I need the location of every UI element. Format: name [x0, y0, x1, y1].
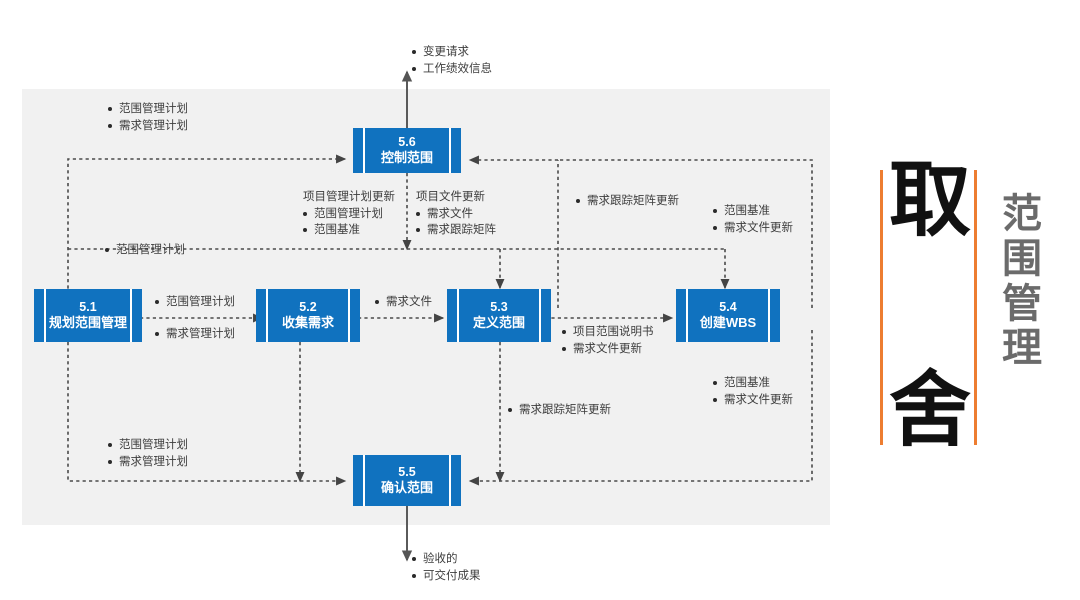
- title-block: 取 舍 范 围 管 理: [880, 160, 1070, 452]
- box-edge-right: [348, 289, 360, 342]
- label-line: 范围基准: [303, 222, 395, 239]
- label-line: 范围管理计划: [108, 437, 188, 454]
- label-line: 范围基准: [713, 375, 793, 392]
- box-edge-left: [353, 128, 365, 173]
- title-sub-char: 理: [1002, 325, 1042, 372]
- process-name: 收集需求: [281, 315, 334, 331]
- label-header: 项目管理计划更新: [303, 191, 395, 203]
- label-line: 范围管理计划: [155, 294, 235, 311]
- process-box-5-5[interactable]: 5.5 确认范围: [353, 455, 461, 506]
- label-collect-to-define: 需求文件: [375, 294, 432, 311]
- label-scope-plan-single: 范围管理计划: [105, 242, 185, 259]
- box-edge-right: [449, 455, 461, 506]
- wire-plan-to-validate: [67, 342, 347, 486]
- label-line: 需求文件更新: [713, 392, 793, 409]
- title-main: 取 舍: [888, 153, 972, 459]
- process-number: 5.2: [299, 300, 317, 315]
- label-plan-to-control: 范围管理计划 需求管理计划: [108, 101, 188, 134]
- title-sub: 范 围 管 理: [992, 192, 1052, 371]
- label-wbs-to-control: 范围基准 需求文件更新: [713, 203, 793, 236]
- box-edge-right: [449, 128, 461, 173]
- label-validate-output: 验收的 可交付成果: [412, 551, 481, 584]
- title-main-char: 取: [888, 153, 971, 248]
- accent-rule-right: [974, 170, 977, 445]
- label-line: 需求管理计划: [155, 326, 235, 343]
- label-header: 项目文件更新: [416, 191, 485, 203]
- box-edge-right: [539, 289, 551, 342]
- process-box-5-2[interactable]: 5.2 收集需求: [256, 289, 360, 342]
- label-rtm-update-to-control: 需求跟踪矩阵更新: [576, 193, 679, 210]
- label-line: 需求文件更新: [562, 341, 654, 358]
- title-sub-char: 范: [1002, 191, 1042, 237]
- box-edge-right: [768, 289, 780, 342]
- label-line: 需求文件: [375, 294, 432, 311]
- process-name: 定义范围: [472, 315, 525, 331]
- wire-wbs-to-control: [558, 159, 813, 308]
- label-line: 变更请求: [412, 44, 492, 61]
- label-line: 需求跟踪矩阵更新: [508, 402, 611, 419]
- box-edge-left: [676, 289, 688, 342]
- process-box-5-6[interactable]: 5.6 控制范围: [353, 128, 461, 173]
- title-main-char: 舍: [888, 363, 971, 459]
- label-define-to-wbs: 项目范围说明书 需求文件更新: [562, 324, 654, 357]
- process-number: 5.1: [79, 300, 97, 315]
- process-number: 5.6: [398, 135, 416, 150]
- box-edge-right: [130, 289, 142, 342]
- wire-wbs-to-validate: [468, 330, 813, 486]
- label-project-doc-updates: 项目文件更新 需求文件 需求跟踪矩阵: [416, 189, 496, 239]
- label-control-output: 变更请求 工作绩效信息: [412, 44, 492, 77]
- label-line: 范围管理计划: [303, 206, 395, 223]
- label-line: 范围管理计划: [105, 242, 185, 259]
- accent-rule-left: [880, 170, 883, 445]
- process-name: 规划范围管理: [48, 315, 127, 331]
- process-name: 确认范围: [380, 480, 433, 496]
- label-line: 验收的: [412, 551, 481, 568]
- label-line: 需求文件更新: [713, 220, 793, 237]
- label-plan-to-collect-top: 范围管理计划: [155, 294, 235, 311]
- label-line: 需求跟踪矩阵: [416, 222, 496, 239]
- title-sub-char: 围: [1002, 235, 1042, 282]
- box-edge-left: [34, 289, 46, 342]
- label-line: 范围管理计划: [108, 101, 188, 118]
- title-sub-char: 管: [1002, 280, 1042, 327]
- process-number: 5.4: [719, 300, 737, 315]
- label-plan-to-validate: 范围管理计划 需求管理计划: [108, 437, 188, 470]
- process-box-5-1[interactable]: 5.1 规划范围管理: [34, 289, 142, 342]
- box-edge-left: [256, 289, 268, 342]
- label-line: 工作绩效信息: [412, 61, 492, 78]
- label-line: 需求管理计划: [108, 118, 188, 135]
- box-edge-left: [353, 455, 365, 506]
- label-line: 范围基准: [713, 203, 793, 220]
- label-line: 可交付成果: [412, 568, 481, 585]
- process-number: 5.5: [398, 465, 416, 480]
- label-pm-plan-updates: 项目管理计划更新 范围管理计划 范围基准: [303, 189, 395, 239]
- label-line: 需求文件: [416, 206, 496, 223]
- process-number: 5.3: [490, 300, 508, 315]
- label-line: 需求管理计划: [108, 454, 188, 471]
- label-plan-to-collect-bottom: 需求管理计划: [155, 326, 235, 343]
- label-line: 项目范围说明书: [562, 324, 654, 341]
- process-box-5-4[interactable]: 5.4 创建WBS: [676, 289, 780, 342]
- label-rtm-update-to-validate: 需求跟踪矩阵更新: [508, 402, 611, 419]
- process-name: 创建WBS: [699, 315, 757, 331]
- box-edge-left: [447, 289, 459, 342]
- label-wbs-to-validate: 范围基准 需求文件更新: [713, 375, 793, 408]
- process-box-5-3[interactable]: 5.3 定义范围: [447, 289, 551, 342]
- process-name: 控制范围: [380, 150, 433, 166]
- label-line: 需求跟踪矩阵更新: [576, 193, 679, 210]
